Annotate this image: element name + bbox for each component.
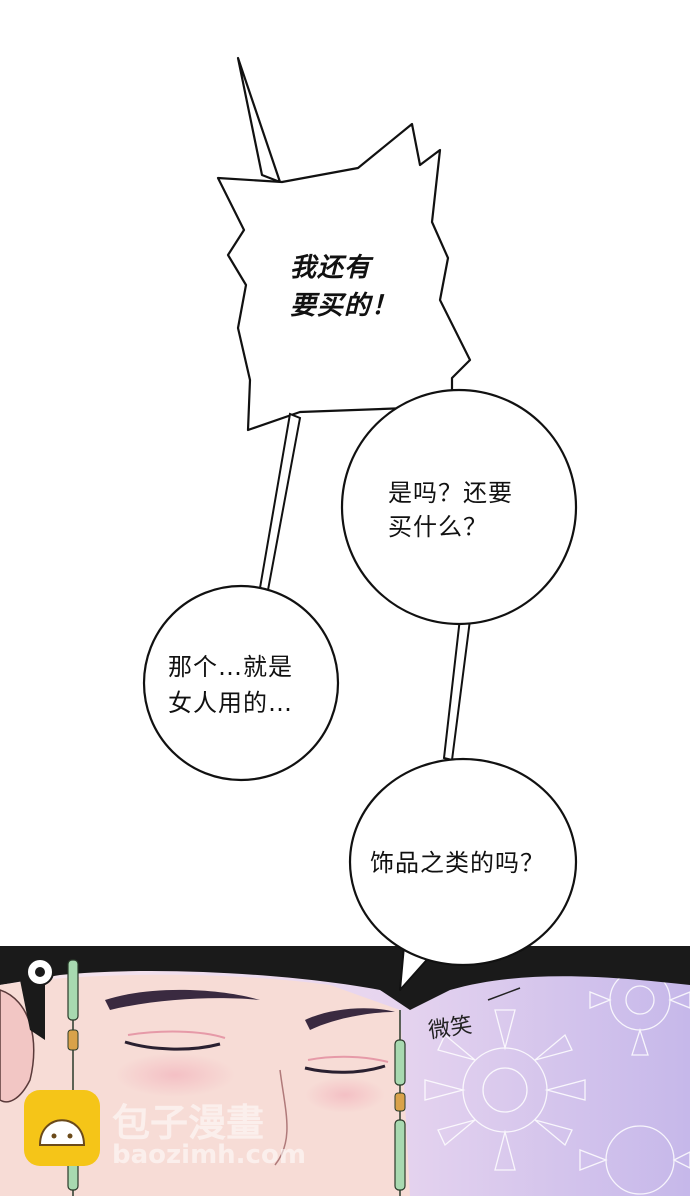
shout-line-2: 要买的！ (290, 291, 399, 321)
speech-bubbles (142, 56, 578, 991)
answer-line-1: 那个…就是 (168, 653, 293, 681)
flower-line-art (424, 944, 690, 1195)
smile-sfx: 微笑 (426, 1013, 474, 1044)
watermark-logo (24, 1090, 100, 1166)
answer-line-2: 女人用的… (168, 689, 293, 717)
question-line-1: 是吗？还要 (388, 479, 513, 507)
bottom-panel (0, 944, 690, 1196)
accessory-line-1: 饰品之类的吗？ (370, 849, 545, 877)
watermark-title: 包子漫畫 (112, 1101, 265, 1145)
watermark-site: baozimh.com (112, 1140, 306, 1170)
question-line-2: 买什么？ (388, 513, 488, 541)
shout-line-1: 我还有 (290, 253, 372, 283)
